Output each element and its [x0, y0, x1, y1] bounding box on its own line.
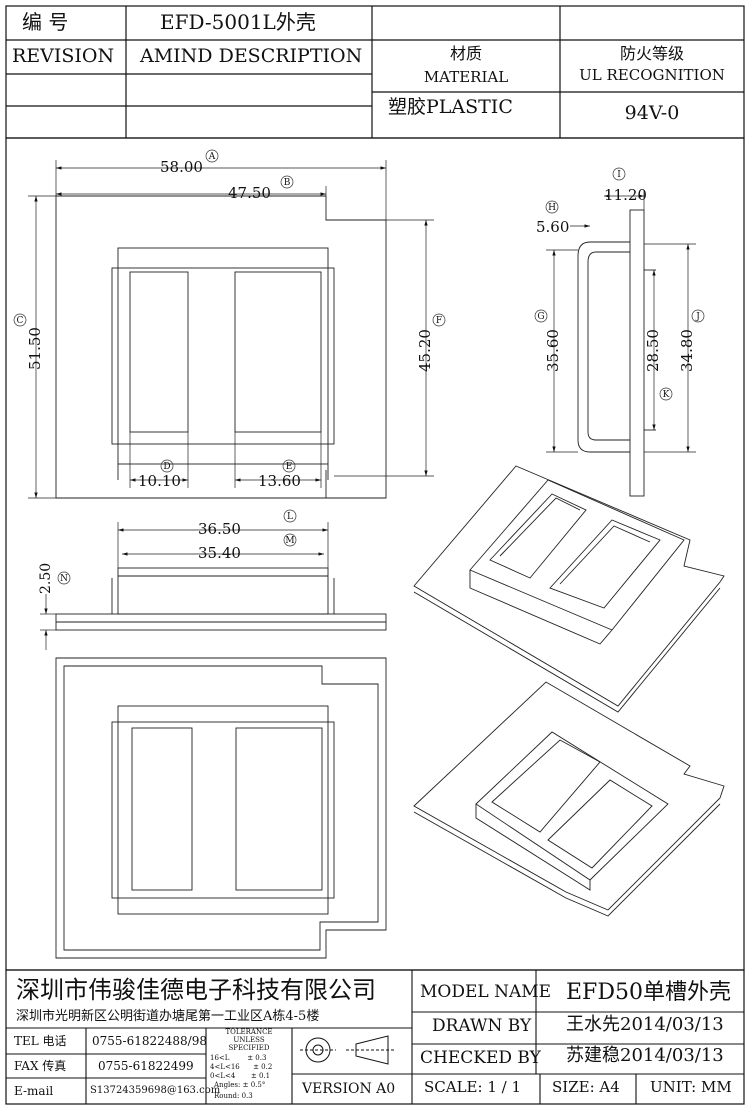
tolerance-round: Round: 0.3: [214, 1092, 253, 1100]
checked-label: CHECKED BY: [420, 1048, 541, 1068]
tolerance-row: 0<L<4 ± 0.1: [210, 1072, 271, 1080]
isometric-view-top: [413, 465, 725, 713]
projection-symbol-icon: [300, 1035, 396, 1065]
fax-value: 0755-61822499: [98, 1059, 194, 1073]
isometric-view-bottom: [413, 681, 725, 917]
tolerance-row: 4<L<16 ± 0.2: [210, 1063, 273, 1071]
dim-n: 2.50: [38, 563, 54, 594]
drawn-label: DRAWN BY: [432, 1016, 532, 1036]
label-h: H: [548, 203, 556, 213]
drawn-value: 王水先2014/03/13: [566, 1014, 724, 1035]
dim-c: 51.50: [26, 327, 44, 370]
material-cn: 材质: [449, 44, 482, 63]
dim-e: 13.60: [258, 472, 301, 490]
tel-label: TEL 电话: [14, 1034, 67, 1048]
front-view: [55, 567, 387, 631]
amind-label: AMIND DESCRIPTION: [140, 45, 363, 67]
label-e-circle: [282, 459, 296, 473]
side-view: [577, 209, 656, 497]
tolerance-title: TOLERANCE: [225, 1028, 273, 1036]
model-value: EFD50单槽外壳: [566, 980, 731, 1005]
tolerance-row: 16<L ± 0.3: [210, 1054, 267, 1062]
label-k: K: [663, 390, 670, 400]
label-j: J: [695, 312, 700, 322]
bottom-view: [55, 657, 387, 959]
fax-label: FAX 传真: [14, 1059, 67, 1073]
label-m: M: [285, 536, 294, 546]
dim-g: 35.60: [544, 329, 562, 372]
label-b: B: [284, 178, 291, 188]
label-d-circle: [160, 459, 174, 473]
size-label: SIZE: A4: [552, 1078, 620, 1096]
dim-f: 45.20: [416, 329, 434, 372]
dim-b: 47.50: [228, 184, 271, 202]
label-i: I: [617, 170, 621, 180]
model-label: MODEL NAME: [420, 982, 552, 1002]
ul-en: UL RECOGNITION: [579, 66, 725, 84]
label-f-circle: [432, 313, 446, 327]
label-c-circle: [13, 313, 27, 327]
unit-label: UNIT: MM: [650, 1078, 732, 1096]
company-address: 深圳市光明新区公明街道办塘尾第一工业区A栋4-5楼: [16, 1009, 320, 1024]
label-a: A: [208, 152, 216, 162]
ul-cn: 防火等级: [619, 44, 684, 63]
label-b-circle: [280, 175, 294, 189]
label-l: L: [287, 512, 293, 522]
dim-d: 10.10: [138, 472, 181, 490]
label-d: D: [163, 462, 170, 472]
tolerance-unless: UNLESS: [233, 1036, 265, 1044]
dim-a: 58.00: [160, 158, 203, 176]
label-f: F: [436, 316, 442, 326]
dim-k: 28.50: [644, 329, 662, 372]
number-label: 编 号: [22, 10, 69, 34]
company-name: 深圳市伟骏佳德电子科技有限公司: [16, 976, 376, 1004]
material-en: MATERIAL: [423, 68, 509, 86]
label-a-circle: [205, 149, 219, 163]
ul-value: 94V-0: [624, 102, 680, 124]
dim-m: 35.40: [198, 544, 241, 562]
label-e: E: [286, 462, 293, 472]
revision-label: REVISION: [12, 45, 115, 67]
scale-label: SCALE: 1 / 1: [424, 1078, 521, 1096]
dim-i: 11.20: [604, 186, 647, 204]
label-n: N: [60, 574, 68, 584]
part-number: EFD-5001L外壳: [160, 10, 316, 34]
tolerance-specified: SPECIFIED: [228, 1044, 270, 1052]
email-value: S13724359698@163.com: [90, 1085, 221, 1096]
checked-value: 苏建稳2014/03/13: [566, 1045, 724, 1066]
dim-j: 34.80: [678, 329, 696, 372]
tolerance-angles: Angles: ± 0.5°: [214, 1081, 266, 1089]
email-label: E-mail: [14, 1084, 54, 1098]
version-label: VERSION A0: [302, 1081, 396, 1097]
label-c: C: [17, 316, 24, 326]
dim-l: 36.50: [198, 520, 241, 538]
material-value: 塑胶PLASTIC: [388, 96, 513, 118]
tel-value: 0755-61822488/98: [92, 1034, 207, 1048]
label-g: G: [537, 312, 544, 322]
dim-h: 5.60: [536, 218, 569, 236]
